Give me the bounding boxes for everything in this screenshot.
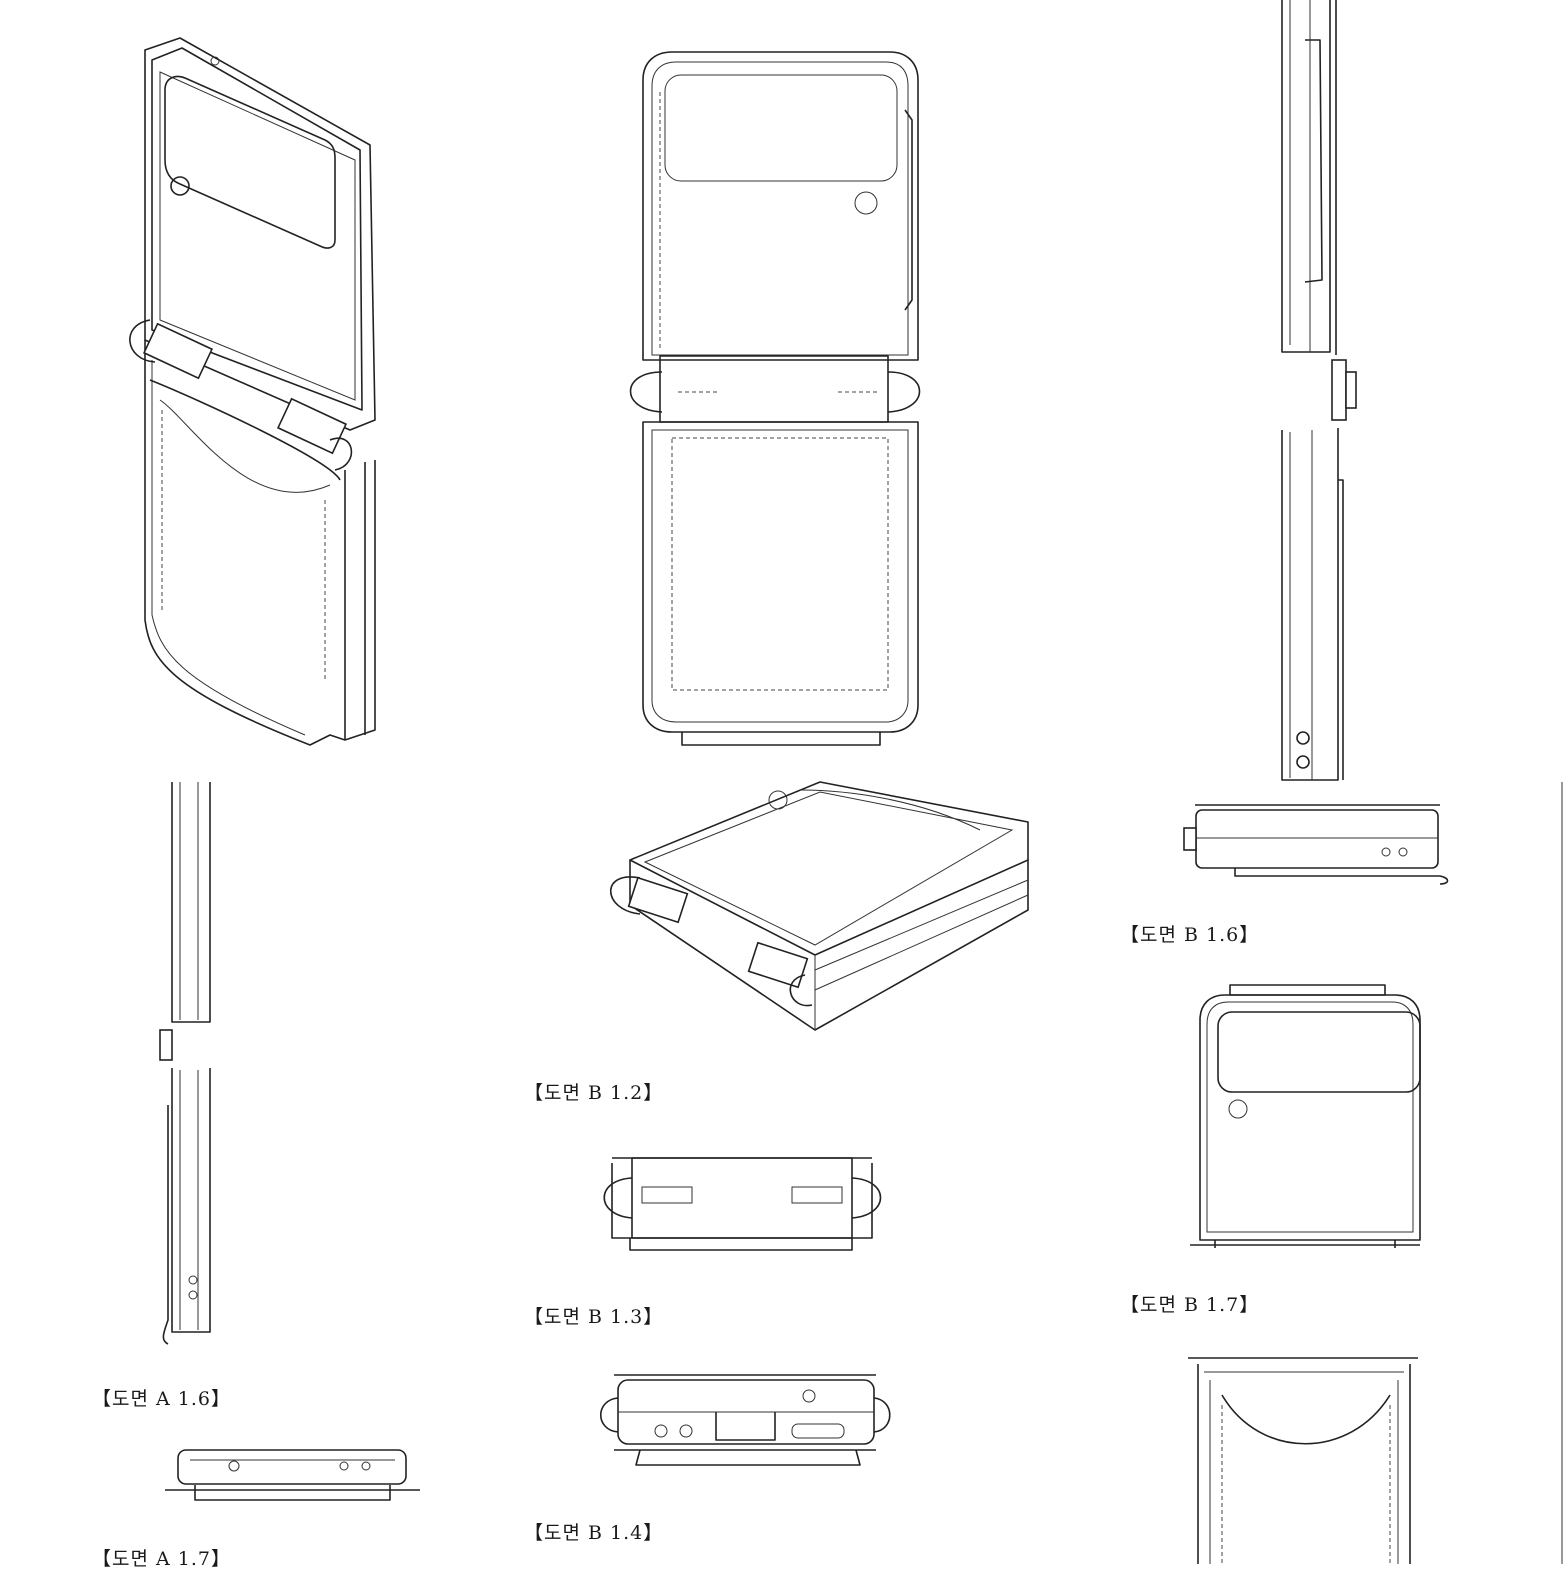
fig-B18-back-partial bbox=[1188, 1357, 1418, 1564]
fig-B14-side bbox=[600, 1374, 891, 1466]
fig-A17-bottom bbox=[165, 1449, 420, 1501]
caption-B17: 【도면 B 1.7】 bbox=[1120, 1294, 1260, 1316]
caption-B12: 【도면 B 1.2】 bbox=[524, 1082, 664, 1104]
caption-A17: 【도면 A 1.7】 bbox=[92, 1548, 231, 1570]
fig-B17-front bbox=[1190, 984, 1421, 1248]
fig-perspective-open bbox=[129, 37, 376, 746]
caption-B13: 【도면 B 1.3】 bbox=[524, 1306, 664, 1328]
caption-B16: 【도면 B 1.6】 bbox=[1120, 924, 1260, 946]
fig-B13-top bbox=[603, 1157, 882, 1251]
fig-front-open bbox=[629, 51, 921, 746]
fig-B16-side bbox=[1183, 804, 1449, 885]
fig-B12-perspective bbox=[610, 781, 1029, 1031]
caption-A16: 【도면 A 1.6】 bbox=[92, 1388, 231, 1410]
caption-B14: 【도면 B 1.4】 bbox=[524, 1522, 664, 1544]
fig-side-open-top bbox=[1281, 0, 1357, 781]
fig-A16-side bbox=[159, 782, 211, 1345]
